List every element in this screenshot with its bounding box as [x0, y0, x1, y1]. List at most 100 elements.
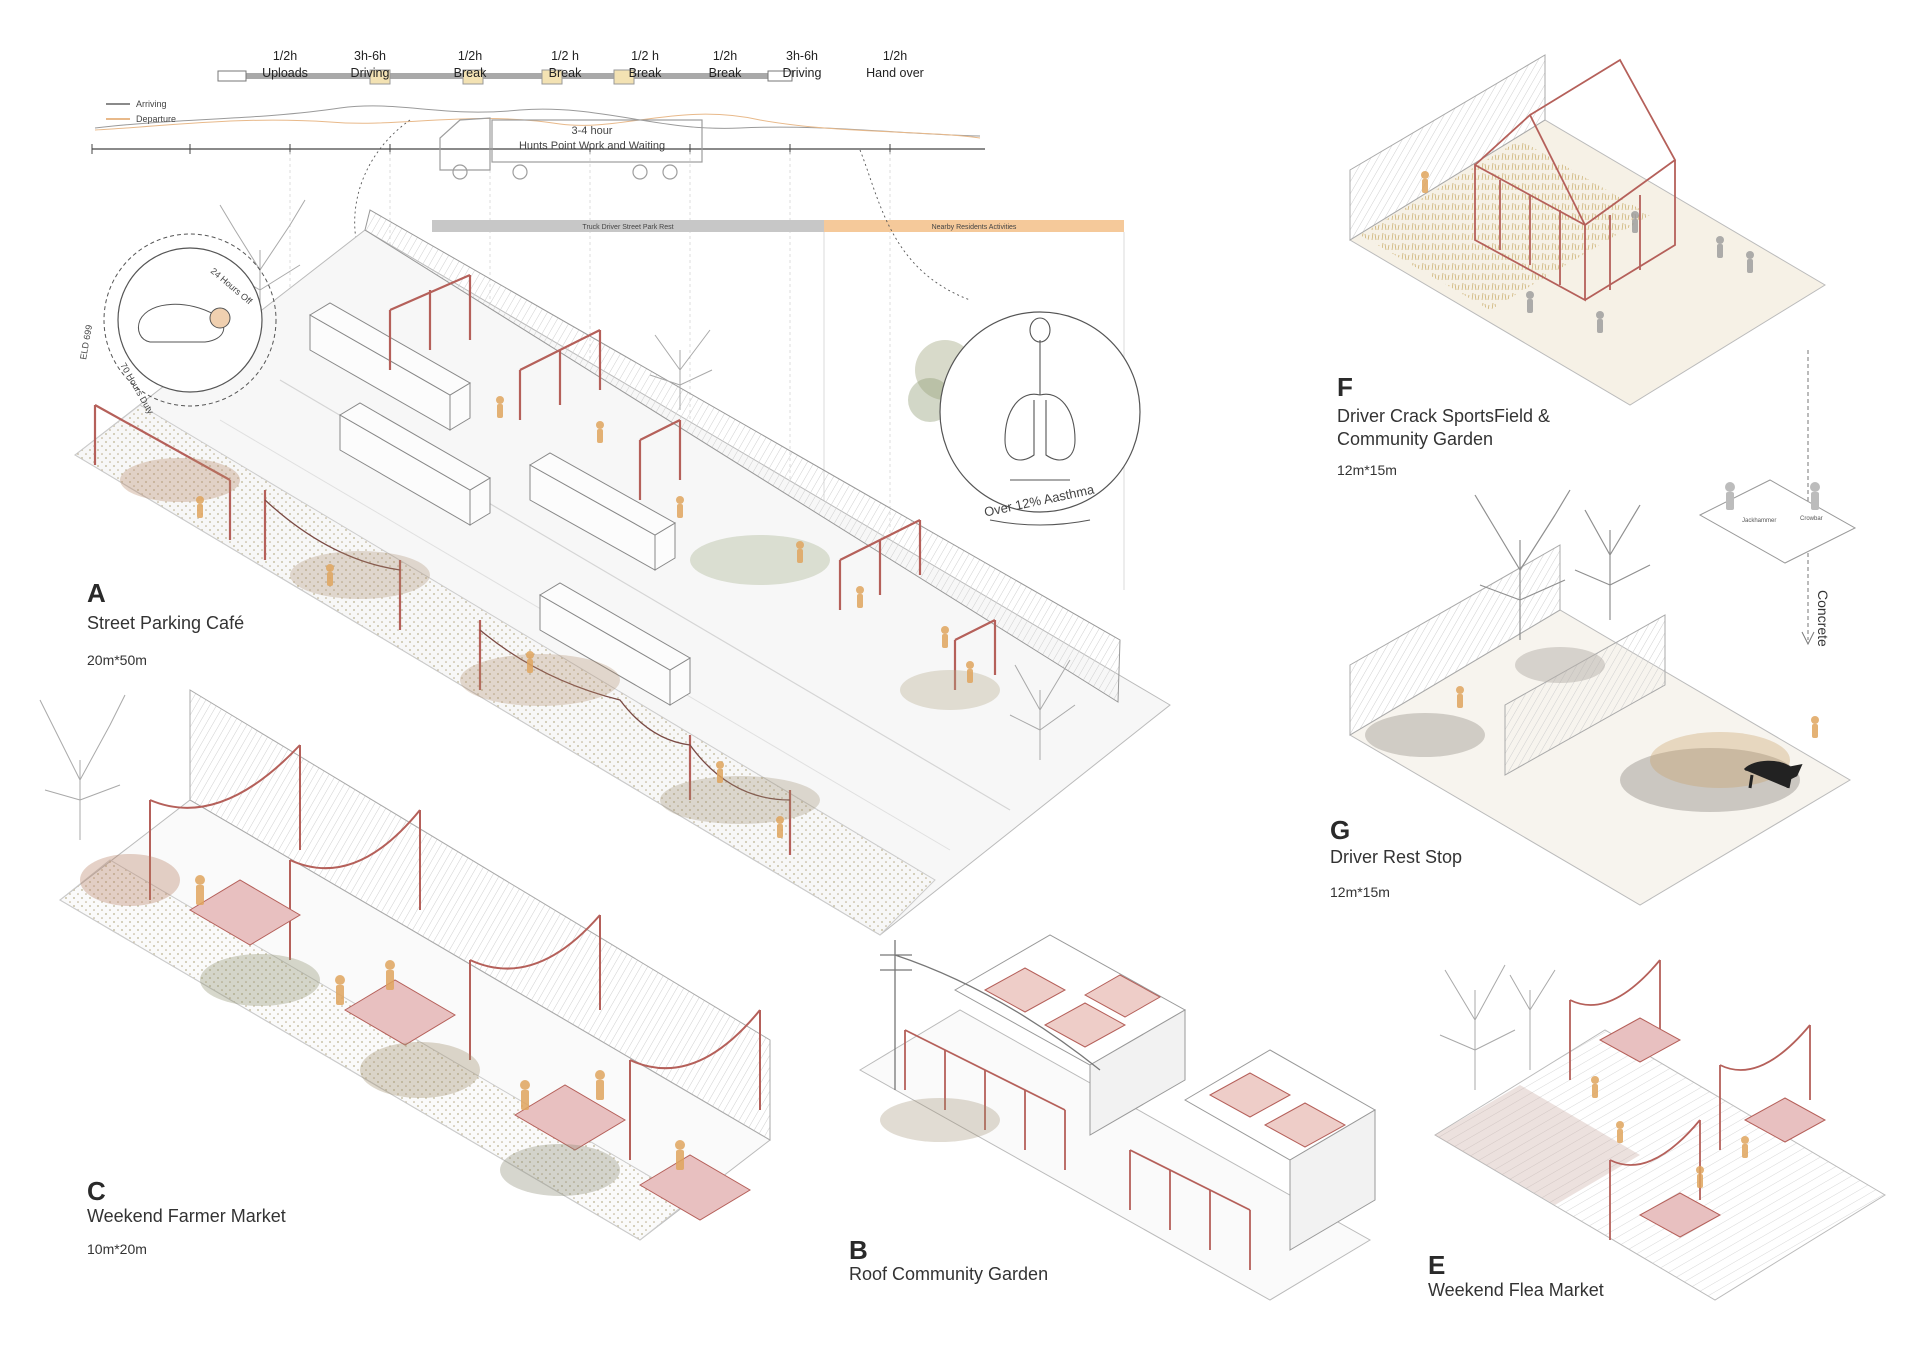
inset-slab: [1698, 479, 1857, 564]
timeline-label-2: 3h-6h Driving: [325, 48, 415, 82]
scene-a-street-parking: [74, 199, 1171, 936]
timeline-label-8: 1/2h Hand over: [850, 48, 940, 82]
string-lights-a: [264, 499, 791, 801]
segment-time: 1/2 h: [631, 49, 659, 63]
legend-arriving: Arriving: [136, 99, 167, 109]
segment-time: 1/2h: [882, 49, 908, 63]
timeline-label-5: 1/2 h Break: [600, 48, 690, 82]
rock-3: [1515, 647, 1605, 683]
segment-time: 1/2h: [457, 49, 483, 63]
health-circle: Over 12% Aasthma: [939, 311, 1141, 526]
inset-tool2: Crowbar: [1800, 516, 1823, 522]
truck-note-line1: 3-4 hour: [572, 125, 613, 137]
flea-planting: [1435, 1085, 1640, 1205]
building-2-side: [1289, 1109, 1376, 1251]
segment-time: 1/2h: [272, 49, 298, 63]
break-block-1: [369, 69, 391, 85]
sleeping-driver: [137, 303, 225, 343]
timeline-label-1: 1/2h Uploads: [240, 48, 330, 82]
section-f-title-line1: Driver Crack SportsField &: [1337, 406, 1551, 426]
timeline-label-7: 3h-6h Driving: [757, 48, 847, 82]
section-g-dim: 12m*15m: [1330, 884, 1390, 900]
section-c-title: Weekend Farmer Market: [87, 1206, 286, 1226]
sidewalk-lower: [74, 404, 936, 936]
field-grass: [1360, 140, 1650, 310]
market-wall: [189, 689, 771, 1141]
scene-g-rest-stop: [1349, 489, 1851, 906]
lungs-icon: [1004, 317, 1076, 481]
bar-rest: [432, 220, 824, 232]
segment-label: Hand over: [866, 66, 924, 80]
rest-wall-left: [1349, 544, 1561, 736]
planting-c: [80, 854, 620, 1196]
figures-a: [196, 396, 974, 838]
segment-time: 1/2 h: [551, 49, 579, 63]
flea-tables: [1598, 1017, 1827, 1238]
bar-residents: [824, 220, 1124, 232]
figures-c: [195, 875, 685, 1170]
figures-e: [1591, 1076, 1749, 1188]
segment-label: Break: [628, 66, 662, 80]
section-g-letter: G: [1330, 815, 1351, 845]
section-c-letter: C: [87, 1176, 106, 1206]
animal-icon: [1743, 760, 1803, 789]
timeline-label-3: 1/2h Break: [425, 48, 515, 82]
pergola-b: [904, 1029, 1251, 1270]
section-b-title: Roof Community Garden: [849, 1264, 1049, 1284]
figures-f-accent: [1421, 171, 1429, 193]
inset-tool1: Jackhammer: [1742, 518, 1776, 524]
figures-f: [1526, 211, 1754, 333]
segment-label: Break: [548, 66, 582, 80]
handover-block: [767, 70, 793, 82]
segment-time: 3h-6h: [354, 49, 386, 63]
concrete-arrowhead: [1801, 631, 1815, 646]
tree-c: [39, 694, 126, 840]
market-stalls: [189, 879, 751, 1221]
canopy-frames-c: [149, 744, 761, 1160]
clock-arc3: ELD 699: [78, 324, 94, 360]
section-e-letter: E: [1428, 1250, 1446, 1280]
planting-b: [880, 1098, 1000, 1142]
segment-time: 1/2h: [712, 49, 738, 63]
tree-e: [1439, 964, 1556, 1090]
scene-c-farmer-market: [39, 689, 771, 1241]
pergola-frames-a: [93, 273, 997, 855]
rock-1: [1365, 713, 1485, 757]
uploads-block: [217, 70, 247, 82]
segment-label: Break: [453, 66, 487, 80]
timeline-truck: [439, 117, 703, 180]
utility-pole: [880, 940, 1101, 1090]
caption-arc: [989, 519, 1091, 526]
rest-wall-mid: [1504, 614, 1666, 776]
timeline-label-4: 1/2 h Break: [520, 48, 610, 82]
truck-note-line2: Hunts Point Work and Waiting: [519, 140, 665, 152]
section-a-letter: A: [87, 578, 106, 608]
health-ring: [939, 311, 1141, 513]
section-a-title: Street Parking Café: [87, 613, 245, 633]
section-b-letter: B: [849, 1235, 868, 1265]
driver-head: [209, 307, 231, 329]
section-f-letter: F: [1337, 372, 1353, 402]
fence-wall: [364, 209, 1121, 703]
timeline-label-6: 1/2h Break: [680, 48, 770, 82]
departure-curve: [94, 113, 981, 139]
section-e-title: Weekend Flea Market: [1428, 1280, 1604, 1300]
segment-time: 3h-6h: [786, 49, 818, 63]
section-a-dim: 20m*50m: [87, 652, 147, 668]
trees-a: [219, 199, 1076, 760]
bar-rest-label: Truck Driver Street Park Rest: [582, 224, 673, 231]
flea-ground: [1434, 1029, 1886, 1301]
clock-outer-ring: [103, 233, 277, 407]
inset-workers: [1725, 482, 1820, 510]
figures-g: [1456, 686, 1819, 738]
raised-beds: [983, 967, 1347, 1148]
timeline-bar: [245, 73, 790, 79]
section-c-dim: 10m*20m: [87, 1241, 147, 1257]
section-g-title: Driver Rest Stop: [1330, 847, 1463, 867]
concrete-inset: Jackhammer Crowbar Concrete: [1698, 479, 1857, 647]
segment-label: Uploads: [262, 66, 308, 80]
planting-a: [120, 458, 1000, 824]
section-f-dim: 12m*15m: [1337, 462, 1397, 478]
break-block-3: [541, 69, 563, 85]
